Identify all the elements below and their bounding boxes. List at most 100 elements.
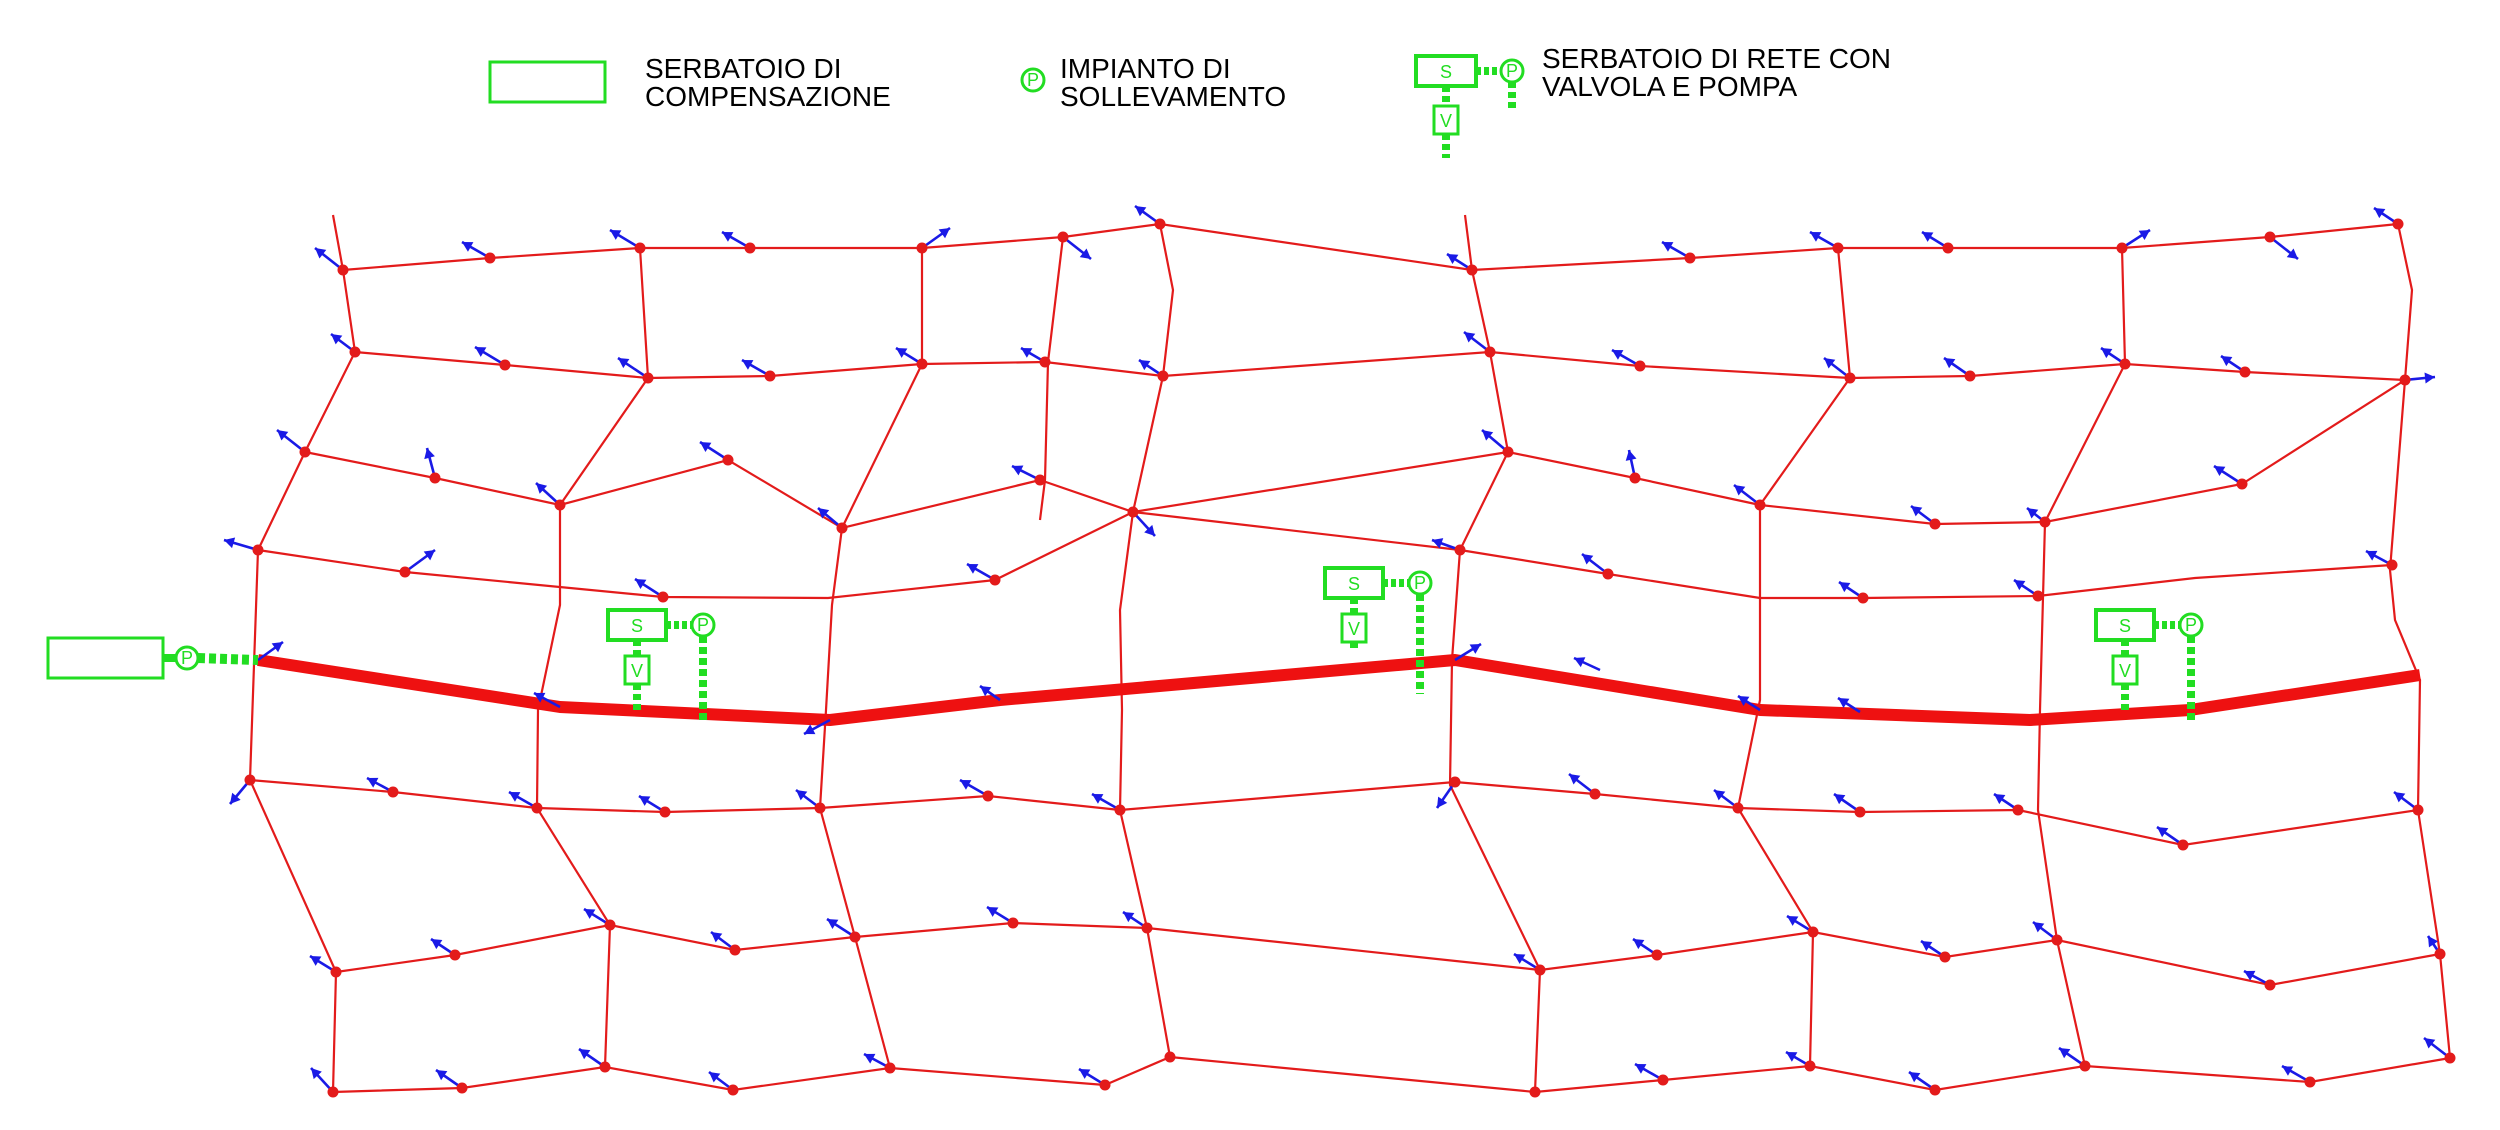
demand-arrow — [2213, 464, 2243, 486]
legend-network-tank-line1: SERBATOIO DI RETE CON — [1542, 43, 1891, 74]
pipe-segment — [354, 350, 2406, 382]
svg-text:V: V — [1440, 111, 1452, 131]
pipe-segment — [335, 921, 2441, 987]
junction-node — [387, 786, 399, 798]
junction-node — [1099, 1079, 1111, 1091]
pipe-segment — [1118, 223, 1175, 1058]
pipe-segment — [342, 222, 2399, 272]
junction-node — [657, 591, 669, 603]
compensation-tank-icon — [488, 60, 607, 104]
demand-arrow — [276, 428, 306, 454]
demand-arrow — [1481, 429, 1509, 453]
junction-node — [399, 566, 411, 578]
junction-node — [1939, 951, 1951, 963]
demand-arrow — [533, 691, 561, 709]
junction-node — [1832, 242, 1844, 254]
junction-node — [2119, 358, 2131, 370]
pump-icon: P — [1020, 67, 1046, 93]
junction-node — [1484, 346, 1496, 358]
junction-node — [727, 1084, 739, 1096]
junction-node — [642, 372, 654, 384]
junction-node — [1732, 802, 1744, 814]
demand-arrow — [223, 537, 259, 552]
junction-node — [1857, 592, 1869, 604]
pipe-segment — [535, 247, 650, 1068]
pipe-segment — [818, 248, 924, 1069]
junction-node — [456, 1082, 468, 1094]
junction-node — [330, 966, 342, 978]
demand-arrow — [2269, 235, 2299, 261]
network-tank-icon: S P V — [1414, 54, 1525, 158]
junction-node — [1929, 518, 1941, 530]
junction-node — [764, 370, 776, 382]
junction-node — [2239, 366, 2251, 378]
junction-node — [916, 242, 928, 254]
junction-node — [1454, 544, 1466, 556]
junction-node — [1449, 776, 1461, 788]
storage-label: S — [2119, 616, 2131, 636]
legend-compensation-tank: SERBATOIO DI COMPENSAZIONE — [488, 53, 891, 112]
storage-label: S — [631, 616, 643, 636]
junction-node — [1684, 252, 1696, 264]
junction-node — [604, 919, 616, 931]
junction-node — [2236, 478, 2248, 490]
junction-node — [449, 949, 461, 961]
legend-pump-line2: SOLLEVAMENTO — [1060, 81, 1286, 112]
junction-node — [1502, 446, 1514, 458]
junction-node — [2012, 804, 2024, 816]
main-trunk-pipe — [257, 654, 2421, 726]
pipe-segment — [332, 1055, 2451, 1094]
junction-node — [982, 790, 994, 802]
demand-arrow — [404, 548, 436, 574]
junction-node — [327, 1086, 339, 1098]
junction-node — [1651, 949, 1663, 961]
junction-node — [337, 264, 349, 276]
legend-pumping-station: P IMPIANTO DI SOLLEVAMENTO — [1020, 53, 1286, 112]
demand-arrow — [617, 356, 649, 380]
junction-node — [989, 574, 1001, 586]
junction-node — [1929, 1084, 1941, 1096]
junction-node — [814, 802, 826, 814]
junction-node — [2304, 1076, 2316, 1088]
svg-text:P: P — [181, 648, 193, 668]
junction-node — [2116, 242, 2128, 254]
junction-node — [1057, 231, 1069, 243]
junction-node — [884, 1062, 896, 1074]
legend-tank-line1: SERBATOIO DI — [645, 53, 842, 84]
svg-text:S: S — [1440, 62, 1452, 82]
pump-label: P — [2185, 615, 2197, 635]
junction-node — [499, 359, 511, 371]
pipe-network — [248, 214, 2452, 1094]
compensation-tank: P — [46, 636, 259, 680]
junction-node — [1127, 506, 1139, 518]
demand-arrow — [826, 917, 856, 939]
demand-arrow — [921, 226, 951, 250]
pipe-segment — [249, 778, 2419, 847]
demand-arrow — [803, 718, 831, 736]
junction-node — [1164, 1051, 1176, 1063]
junction-node — [1804, 1060, 1816, 1072]
junction-node — [1007, 917, 1019, 929]
pipe-segment — [1736, 247, 1852, 1067]
demand-arrow — [1737, 694, 1761, 712]
demand-arrow — [257, 640, 284, 662]
demand-arrow — [1454, 642, 1482, 662]
junction-node — [2444, 1052, 2456, 1064]
valve-label: V — [631, 661, 643, 681]
junction-node — [2386, 559, 2398, 571]
demand-arrow — [474, 345, 506, 367]
junction-node — [531, 802, 543, 814]
junction-node — [1629, 472, 1641, 484]
pipe-segment — [1038, 236, 1065, 521]
junction-node — [1034, 474, 1046, 486]
junction-node — [1114, 804, 1126, 816]
junction-node — [2177, 839, 2189, 851]
junction-node — [2032, 590, 2044, 602]
junction-node — [722, 454, 734, 466]
demand-arrow — [979, 684, 1001, 702]
valve-label: V — [1348, 619, 1360, 639]
junction-node — [659, 806, 671, 818]
legend-pump-line1: IMPIANTO DI — [1060, 53, 1231, 84]
